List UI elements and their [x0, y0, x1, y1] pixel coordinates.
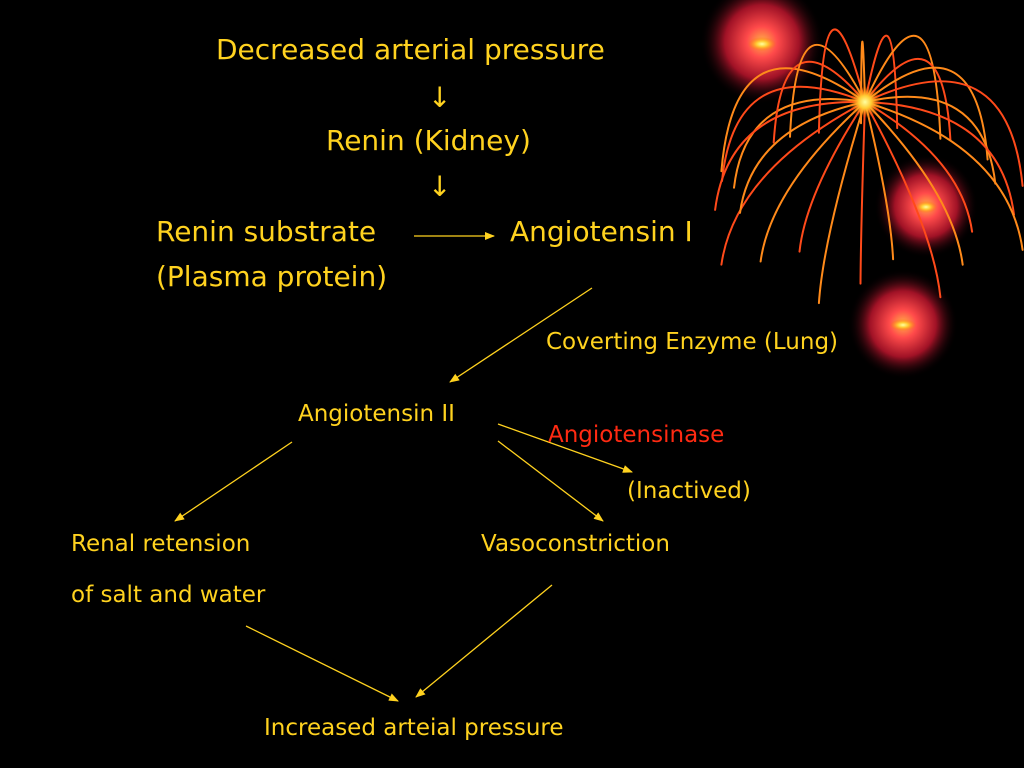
burst-ray [733, 98, 866, 189]
angiotensin-2-label: Angiotensin II [298, 401, 455, 427]
burst-ray [798, 101, 866, 253]
arrow-vasoconstriction-to-increased [415, 584, 553, 698]
converting-enzyme-label: Coverting Enzyme (Lung) [546, 329, 839, 355]
burst-ray [720, 101, 866, 266]
increased-pressure-label: Increased arteial pressure [264, 715, 564, 741]
burst-ray [720, 67, 866, 173]
burst-ray [864, 80, 1024, 187]
salt-water-label: of salt and water [71, 582, 266, 608]
plasma-protein-label: (Plasma protein) [156, 260, 388, 293]
angiotensin-1-label: Angiotensin I [510, 215, 693, 248]
renal-retension-label: Renal retension [71, 531, 251, 557]
burst-ray [789, 43, 866, 138]
orb-top [700, 0, 824, 104]
burst-ray [864, 101, 895, 261]
arrow-angiotensin1-to-angiotensin2 [449, 287, 593, 383]
burst-ray [817, 101, 866, 305]
burst-ray [864, 101, 1015, 216]
arrow-angiotensin2-to-inactived [497, 423, 633, 473]
burst-ray [864, 66, 989, 161]
burst-ray [817, 28, 866, 134]
burst-ray [864, 101, 974, 233]
angiotensinase-label: Angiotensinase [548, 422, 725, 448]
vasoconstriction-label: Vasoconstriction [481, 531, 670, 557]
burst-core [849, 86, 881, 118]
burst-ray [721, 85, 866, 182]
burst-ray [864, 101, 964, 266]
arrow-down-1: ↓ [428, 81, 452, 114]
burst-rays [714, 28, 1024, 305]
inactived-label: (Inactived) [627, 478, 751, 504]
burst-ray [864, 95, 997, 185]
burst-ray [714, 100, 866, 211]
arrow-angiotensin2-to-renal [174, 441, 293, 522]
burst-ray [739, 101, 866, 214]
renin-kidney-label: Renin (Kidney) [326, 124, 531, 157]
burst-ray [864, 101, 942, 299]
burst-ray [864, 57, 952, 141]
burst-ray [859, 101, 866, 285]
burst-ray [759, 101, 866, 263]
arrow-renal-to-increased [245, 625, 399, 702]
orb-bottom [848, 269, 958, 379]
burst-ray [864, 101, 1024, 251]
renin-substrate-label: Renin substrate [156, 215, 377, 248]
decreased-pressure-label: Decreased arterial pressure [216, 33, 605, 66]
arrow-down-2: ↓ [428, 170, 452, 203]
arrow-angiotensin2-to-vasoconstriction [497, 440, 604, 522]
burst-ray [864, 34, 942, 140]
